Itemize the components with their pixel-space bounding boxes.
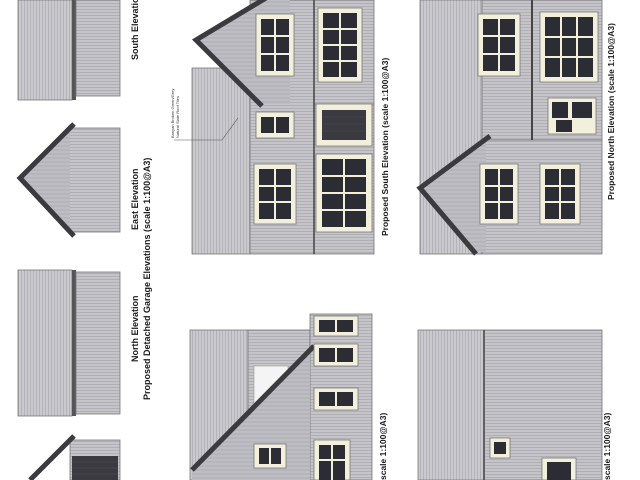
lower-right-elevation-title: scale 1:100@A3)	[602, 412, 612, 480]
proposed-south-elevation-title: Proposed South Elevation (scale 1:100@A3…	[380, 57, 390, 236]
garage-east-elevation-label: East Elevation	[130, 168, 140, 230]
garage-west-elevation	[28, 434, 121, 480]
proposed-west-elevation	[417, 329, 603, 480]
garage-south-elevation	[17, 0, 121, 101]
proposed-south-elevation	[174, 0, 375, 255]
garage-south-elevation-label: South Elevation	[130, 0, 140, 60]
material-annotation-line2: Natural Slate Roof Tiles	[175, 95, 180, 138]
garage-north-elevation-label: North Elevation	[130, 295, 140, 362]
garage-elevations-title: Proposed Detached Garage Elevations (sca…	[142, 157, 152, 400]
garage-north-elevation	[17, 269, 121, 417]
proposed-north-elevation	[416, 0, 603, 256]
proposed-north-elevation-title: Proposed North Elevation (scale 1:100@A3…	[606, 23, 616, 200]
proposed-east-elevation	[189, 313, 373, 480]
lower-middle-elevation-title: scale 1:100@A3)	[378, 412, 388, 480]
garage-east-elevation	[16, 122, 121, 238]
